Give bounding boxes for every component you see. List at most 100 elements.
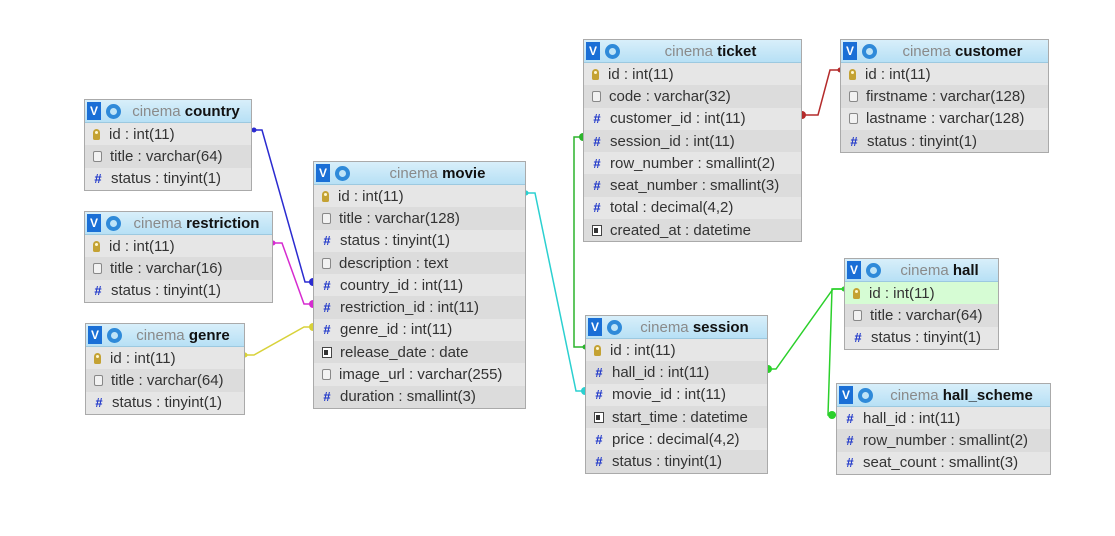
column-label: title : varchar(16)	[110, 259, 223, 277]
database-name: cinema	[640, 318, 689, 336]
hash-icon: #	[593, 155, 601, 171]
table-ticket[interactable]: V cinema ticket id : int(11) code : varc…	[583, 39, 802, 243]
column-row[interactable]: #movie_id : int(11)	[586, 384, 767, 406]
column-row[interactable]: id : int(11)	[584, 63, 801, 85]
column-label: id : int(11)	[109, 237, 175, 255]
column-row[interactable]: #country_id : int(11)	[314, 274, 525, 296]
column-row[interactable]: title : varchar(64)	[85, 145, 251, 168]
column-row[interactable]: #price : decimal(4,2)	[586, 428, 767, 450]
table-header[interactable]: V cinema session	[586, 316, 767, 339]
column-row[interactable]: #seat_count : smallint(3)	[837, 452, 1050, 474]
table-customer[interactable]: V cinema customer id : int(11) firstname…	[840, 39, 1049, 154]
column-row[interactable]: title : varchar(64)	[86, 369, 244, 392]
column-row[interactable]: #genre_id : int(11)	[314, 319, 525, 341]
gear-icon[interactable]	[106, 103, 121, 119]
column-row[interactable]: created_at : datetime	[584, 219, 801, 242]
text-field-icon	[592, 90, 601, 102]
column-row[interactable]: id : int(11)	[586, 339, 767, 361]
table-hall[interactable]: V cinema hall id : int(11) title : varch…	[844, 258, 999, 350]
column-label: restriction_id : int(11)	[340, 299, 479, 317]
column-row[interactable]: title : varchar(16)	[85, 257, 272, 280]
text-field-icon	[849, 113, 858, 125]
column-row[interactable]: #status : tinyint(1)	[85, 280, 272, 302]
table-country[interactable]: V cinema country id : int(11) title : va…	[84, 99, 252, 191]
table-name: genre	[188, 326, 230, 344]
column-row[interactable]: #row_number : smallint(2)	[837, 429, 1050, 452]
table-title: cinema genre	[122, 327, 244, 344]
column-row[interactable]: id : int(11)	[85, 235, 272, 257]
column-row[interactable]: #status : tinyint(1)	[86, 392, 244, 414]
hash-icon: #	[95, 395, 103, 411]
table-header[interactable]: V cinema customer	[841, 40, 1048, 63]
toggle-button[interactable]: V	[586, 42, 600, 60]
gear-icon[interactable]	[858, 387, 873, 403]
table-session[interactable]: V cinema session id : int(11) #hall_id :…	[585, 315, 768, 474]
table-header[interactable]: V cinema genre	[86, 324, 244, 347]
text-field-icon	[94, 374, 103, 386]
column-row[interactable]: id : int(11)	[841, 63, 1048, 85]
column-label: id : int(11)	[865, 65, 931, 83]
column-row[interactable]: #status : tinyint(1)	[845, 327, 998, 349]
column-row[interactable]: #duration : smallint(3)	[314, 385, 525, 408]
gear-icon[interactable]	[605, 43, 620, 59]
table-header[interactable]: V cinema movie	[314, 162, 525, 185]
toggle-button[interactable]: V	[843, 42, 857, 60]
database-name: cinema	[900, 261, 949, 279]
toggle-button[interactable]: V	[847, 261, 861, 279]
table-header[interactable]: V cinema hall	[845, 259, 998, 282]
column-row[interactable]: #status : tinyint(1)	[85, 168, 251, 190]
column-row[interactable]: lastname : varchar(128)	[841, 108, 1048, 130]
column-label: hall_id : int(11)	[612, 363, 710, 381]
gear-icon[interactable]	[866, 262, 881, 278]
table-header[interactable]: V cinema country	[85, 100, 251, 123]
column-row[interactable]: #hall_id : int(11)	[586, 361, 767, 384]
column-row[interactable]: title : varchar(64)	[845, 304, 998, 327]
column-row[interactable]: #customer_id : int(11)	[584, 108, 801, 130]
table-title: cinema ticket	[620, 43, 801, 60]
column-row[interactable]: description : text	[314, 251, 525, 275]
toggle-button[interactable]: V	[839, 386, 853, 404]
column-row[interactable]: release_date : date	[314, 341, 525, 364]
toggle-button[interactable]: V	[588, 318, 602, 336]
table-header[interactable]: V cinema hall_scheme	[837, 384, 1050, 407]
column-row[interactable]: #session_id : int(11)	[584, 129, 801, 153]
column-row[interactable]: id : int(11)	[845, 282, 998, 305]
column-label: genre_id : int(11)	[340, 321, 453, 339]
column-row[interactable]: image_url : varchar(255)	[314, 363, 525, 385]
relation-movie-genre	[245, 326, 313, 356]
column-row[interactable]: #status : tinyint(1)	[586, 450, 767, 473]
table-header[interactable]: V cinema ticket	[584, 40, 801, 63]
toggle-button[interactable]: V	[316, 164, 330, 182]
database-name: cinema	[890, 386, 939, 404]
gear-icon[interactable]	[335, 165, 350, 181]
table-hall-scheme[interactable]: V cinema hall_scheme #hall_id : int(11) …	[836, 383, 1051, 475]
toggle-button[interactable]: V	[87, 102, 101, 120]
column-row[interactable]: #restriction_id : int(11)	[314, 296, 525, 319]
column-row[interactable]: id : int(11)	[85, 123, 251, 145]
toggle-button[interactable]: V	[88, 326, 102, 344]
table-header[interactable]: V cinema restriction	[85, 212, 272, 235]
gear-icon[interactable]	[107, 327, 122, 343]
column-label: duration : smallint(3)	[340, 388, 476, 406]
column-row[interactable]: #seat_number : smallint(3)	[584, 174, 801, 197]
column-row[interactable]: id : int(11)	[86, 347, 244, 369]
column-row[interactable]: #status : tinyint(1)	[314, 230, 525, 252]
database-name: cinema	[133, 214, 182, 232]
column-row[interactable]: #status : tinyint(1)	[841, 129, 1048, 153]
column-row[interactable]: #row_number : smallint(2)	[584, 152, 801, 174]
gear-icon[interactable]	[607, 319, 622, 335]
gear-icon[interactable]	[106, 215, 121, 231]
table-restriction[interactable]: V cinema restriction id : int(11) title …	[84, 211, 273, 303]
column-row[interactable]: #total : decimal(4,2)	[584, 197, 801, 219]
column-row[interactable]: #hall_id : int(11)	[837, 407, 1050, 429]
gear-icon[interactable]	[862, 43, 877, 59]
column-row[interactable]: id : int(11)	[314, 185, 525, 207]
column-row[interactable]: start_time : datetime	[586, 405, 767, 429]
toggle-button[interactable]: V	[87, 214, 101, 232]
column-row[interactable]: code : varchar(32)	[584, 85, 801, 108]
relation-ticket-customer	[802, 69, 840, 116]
column-row[interactable]: firstname : varchar(128)	[841, 85, 1048, 108]
table-movie[interactable]: V cinema movie id : int(11) title : varc…	[313, 161, 526, 409]
column-row[interactable]: title : varchar(128)	[314, 207, 525, 230]
table-genre[interactable]: V cinema genre id : int(11) title : varc…	[85, 323, 245, 415]
